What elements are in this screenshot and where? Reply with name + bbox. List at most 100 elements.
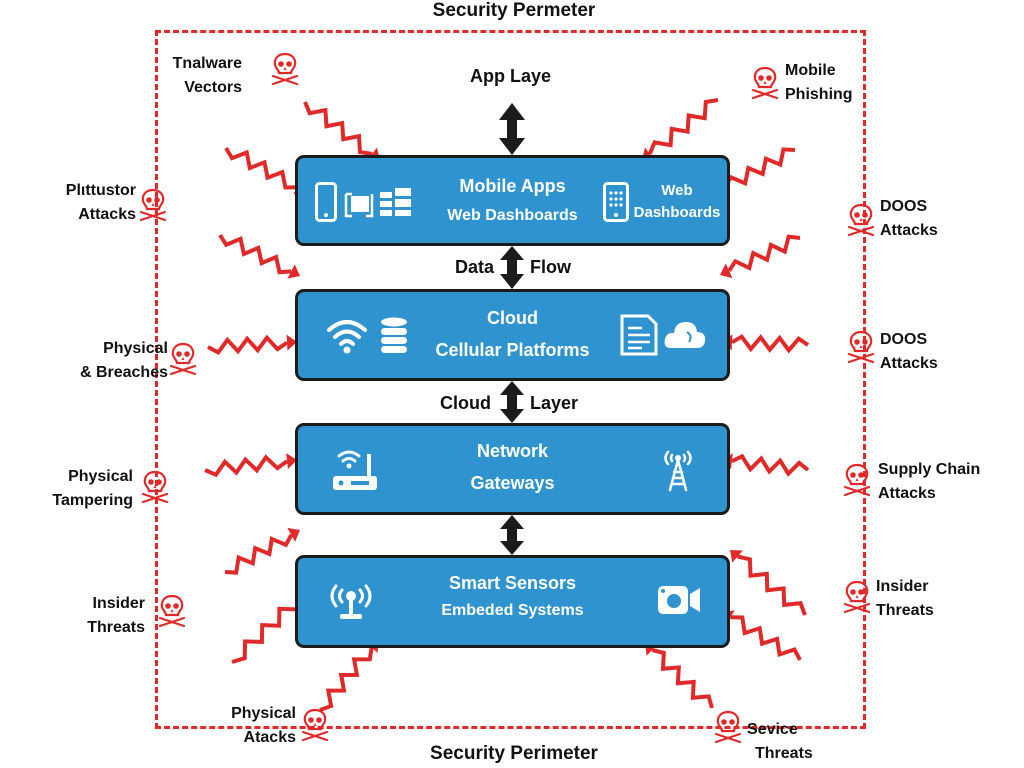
threat-physical-attacks: Physical Atacks xyxy=(200,702,296,750)
attack-zigzag-arrow xyxy=(731,453,810,477)
attack-arrowhead xyxy=(720,263,733,279)
attack-zigzag-arrow xyxy=(224,533,294,575)
data-flow-double-arrow xyxy=(500,246,524,289)
smartphone-icon xyxy=(315,182,337,222)
cloud-layer-label-right: Layer xyxy=(530,393,579,413)
skull-crossbones-icon xyxy=(750,66,780,100)
router-icon xyxy=(333,450,377,490)
network-double-arrow xyxy=(500,515,524,555)
layer-cloud-title: Cloud xyxy=(487,308,538,328)
document-icon xyxy=(620,314,658,356)
attack-zigzag-arrow xyxy=(231,596,303,664)
layer-applications[interactable]: Mobile Apps Web Dashboards Web Dashboard… xyxy=(295,155,730,246)
attack-arrowhead xyxy=(286,334,297,351)
threat-malware-vectors: Tnalware Vectors xyxy=(150,52,242,100)
threat-line-1: DOOS xyxy=(880,331,928,348)
threat-line-2: Vectors xyxy=(184,79,242,96)
flow-arrows xyxy=(499,103,525,555)
cell-tower-icon xyxy=(664,450,692,492)
skull-crossbones-icon xyxy=(846,203,876,237)
skull-crossbones-icon xyxy=(300,708,330,742)
attack-zigzag-arrow xyxy=(737,554,807,616)
skull-crossbones-icon xyxy=(842,463,872,497)
app-layer-label: App Laye xyxy=(470,66,552,86)
attack-zigzag-arrow xyxy=(303,101,373,156)
skull-crossbones-icon xyxy=(846,330,876,364)
cloud-layer-double-arrow xyxy=(500,381,524,423)
cloud-icon xyxy=(664,322,706,348)
threat-supply-chain-attacks: Supply Chain Attacks xyxy=(878,458,980,506)
web-dashboards-label: Web Dashboards xyxy=(632,180,722,224)
skull-crossbones-icon xyxy=(270,52,300,86)
threat-line-2: Attacks xyxy=(880,355,938,372)
threat-line-1: Insider xyxy=(92,595,145,612)
skull-crossbones-icon xyxy=(157,594,187,628)
threat-service-threats: Sevice Threats xyxy=(745,718,813,766)
layer-devices[interactable]: Smart Sensors Embeded Systems xyxy=(295,555,730,648)
threat-physical-breaches: Physical & Breaches xyxy=(50,337,168,385)
threat-line-2: Phishing xyxy=(785,86,853,103)
threat-line-1: Plιttustor xyxy=(65,182,136,199)
threat-physical-tampering: Physical Tampering xyxy=(30,465,133,513)
threat-line-1: Mobile xyxy=(785,62,836,79)
attack-zigzag-arrow xyxy=(723,147,796,189)
dashboards-label: Dashboards xyxy=(633,204,721,221)
threat-doos-attacks-2: DOOS Attacks xyxy=(880,328,938,376)
screens-icon xyxy=(344,192,374,218)
layer-applications-title: Mobile Apps xyxy=(459,176,566,196)
servers-icon xyxy=(380,188,411,216)
bottom-title: Security Perimeter xyxy=(430,743,598,764)
layer-cloud[interactable]: Cloud Cellular Platforms xyxy=(295,289,730,381)
attack-zigzag-arrow xyxy=(727,234,801,272)
threat-line-2: Atacks xyxy=(243,729,296,746)
layer-devices-title: Smart Sensors xyxy=(448,573,577,593)
threat-line-1: Insider xyxy=(876,578,929,595)
threat-line-1: Physical xyxy=(231,705,296,722)
threat-line-2: Attacks xyxy=(78,206,136,223)
threat-line-2: Attacks xyxy=(878,485,936,502)
layer-applications-subtitle: Web Dashboards xyxy=(447,207,578,224)
skull-crossbones-icon xyxy=(842,580,872,614)
data-flow-label-right: Flow xyxy=(530,257,571,277)
top-title: Security Permeter xyxy=(432,0,596,21)
layer-network-title: Network xyxy=(476,441,548,461)
attack-zigzag-arrow xyxy=(319,647,374,712)
threat-insider-threats-right: Insider Threats xyxy=(876,575,934,623)
threat-doos-attacks-1: DOOS Attacks xyxy=(880,195,938,243)
attack-zigzag-arrow xyxy=(204,454,289,478)
threat-line-1: Sevice xyxy=(747,721,798,738)
attack-zigzag-arrow xyxy=(224,146,298,190)
attack-arrowhead xyxy=(287,264,300,279)
layer-devices-subtitle: Embeded Systems xyxy=(441,602,584,619)
sensor-antenna-icon xyxy=(330,584,372,619)
attack-zigzag-arrow xyxy=(651,648,714,709)
threat-insider-threats-left: Insider Threats xyxy=(60,592,145,640)
data-flow-label-left: Data xyxy=(455,257,495,277)
cloud-layer-label-left: Cloud xyxy=(440,393,491,413)
threat-line-2: Threats xyxy=(87,619,145,636)
attack-zigzag-arrow xyxy=(731,334,810,354)
attack-zigzag-arrow xyxy=(218,233,292,275)
tablet-icon xyxy=(603,182,629,222)
layer-network[interactable]: Network Gateways xyxy=(295,423,730,515)
layer-network-subtitle: Gateways xyxy=(470,473,555,493)
layer-cloud-subtitle: Cellular Platforms xyxy=(435,340,590,360)
skull-crossbones-icon xyxy=(138,188,168,222)
video-camera-icon xyxy=(658,586,700,614)
app-layer-double-arrow xyxy=(499,103,525,155)
threat-plutustor-attacks: Plιttustor Attacks xyxy=(30,179,136,227)
attack-arrowhead xyxy=(730,550,743,563)
attack-zigzag-arrow xyxy=(730,615,802,661)
attack-zigzag-arrow xyxy=(207,334,289,355)
skull-crossbones-icon xyxy=(140,470,170,504)
threat-line-1: Tnalware xyxy=(172,55,242,72)
threat-mobile-phishing: Mobile Phishing xyxy=(785,59,853,107)
threat-line-1: Supply Chain xyxy=(878,461,981,478)
threat-line-2: Threats xyxy=(876,602,934,619)
threat-line-2: Attacks xyxy=(880,222,938,239)
attack-arrowhead xyxy=(286,453,297,470)
threat-line-2: Tampering xyxy=(52,492,133,509)
threat-line-1: DOOS xyxy=(880,198,928,215)
attack-zigzag-arrow xyxy=(647,98,719,155)
